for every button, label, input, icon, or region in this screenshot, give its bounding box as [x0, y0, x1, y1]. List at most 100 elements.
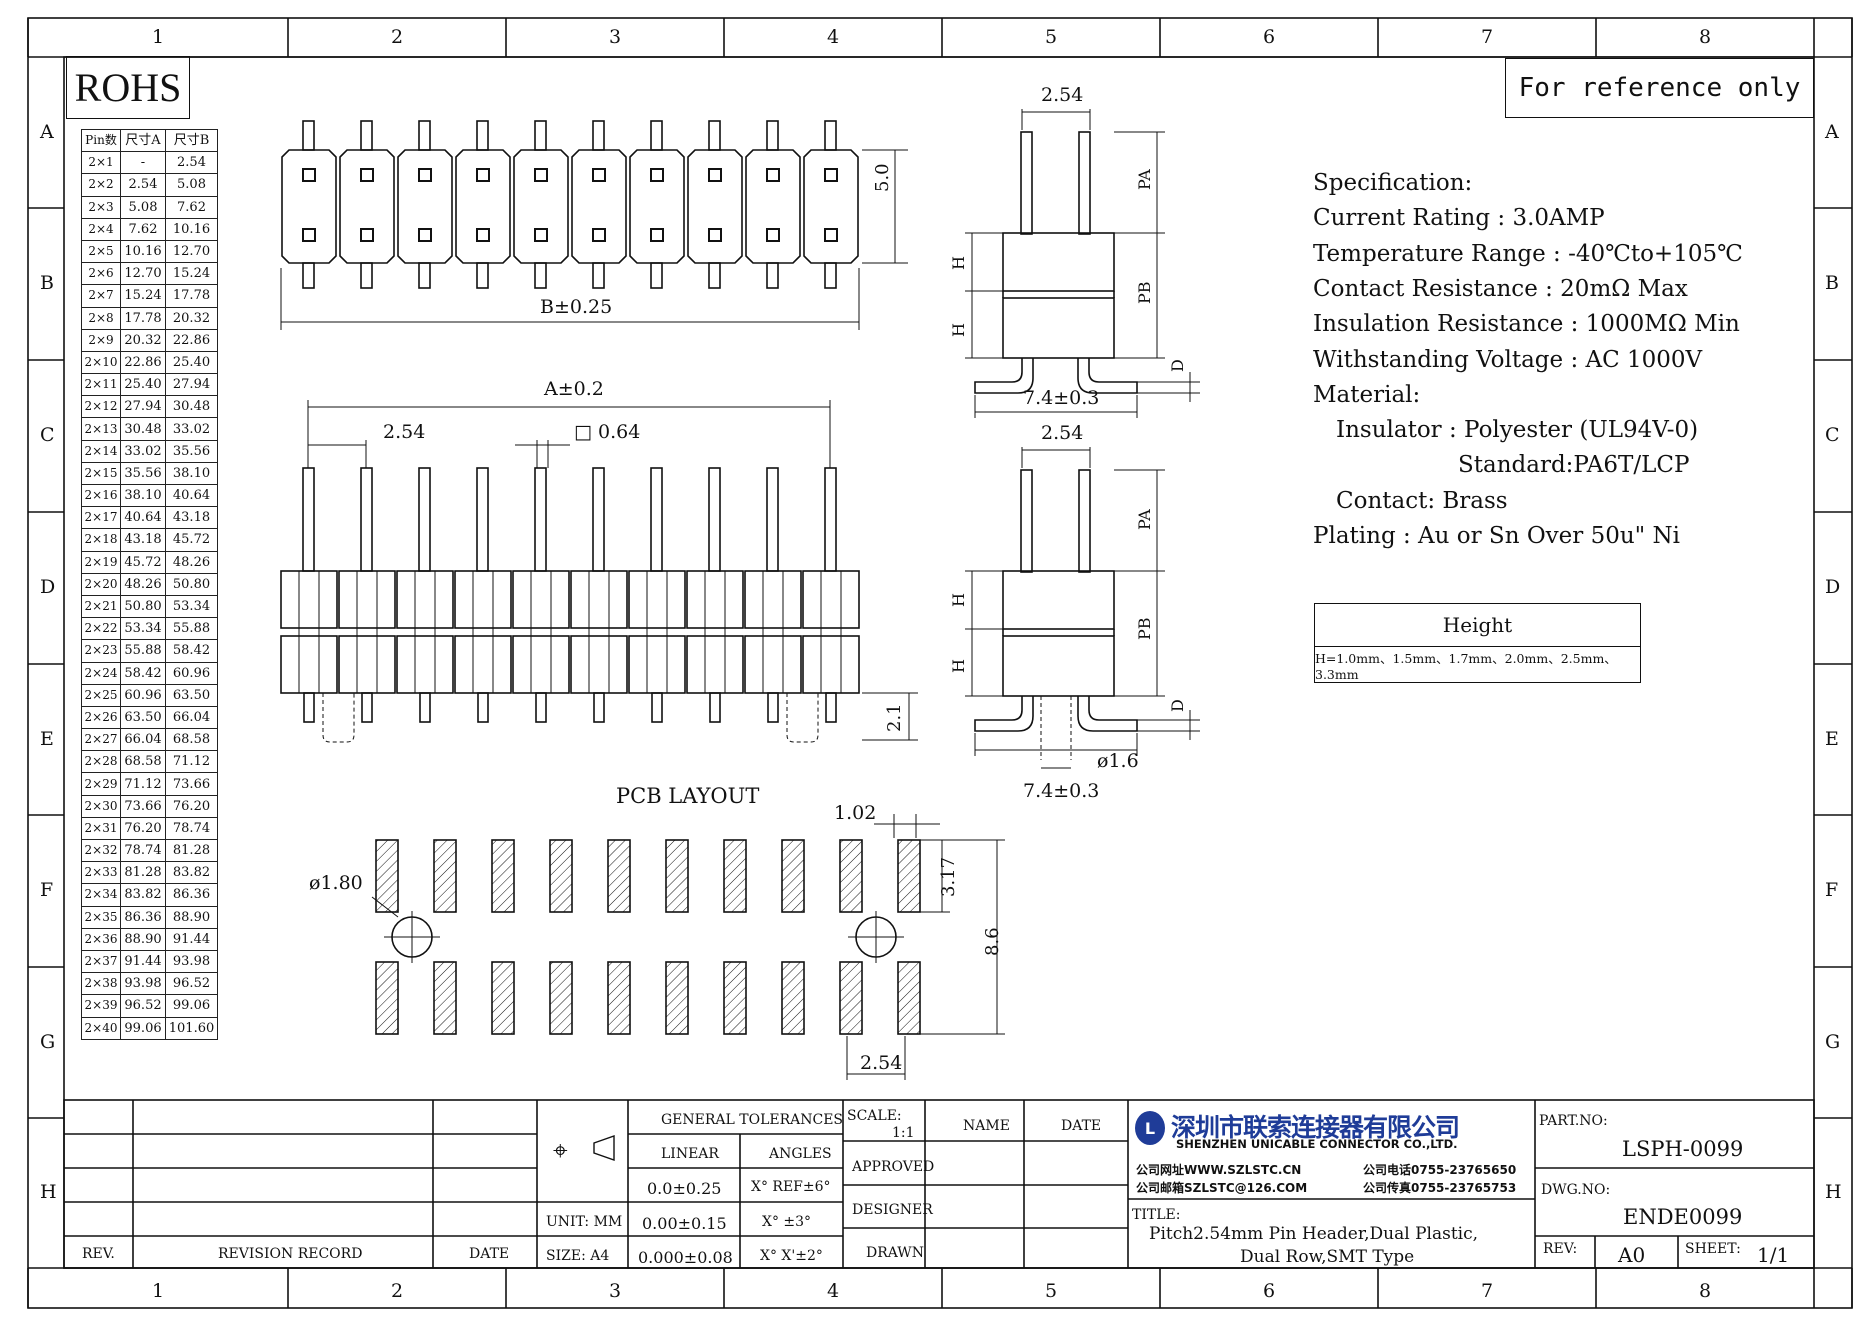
zone-col-bottom-8: 8 [1699, 1280, 1712, 1302]
dim-b-cell: 71.12 [165, 750, 218, 774]
pin-count-cell: 2×24 [81, 661, 121, 685]
top-view-pin-square [650, 168, 664, 182]
dim-pcb-pad-width: 1.02 [834, 802, 877, 824]
top-view-pin-square [592, 228, 606, 242]
tb-sheet-value: 1/1 [1757, 1243, 1790, 1267]
dim-a-cell: 2.54 [120, 173, 166, 197]
pcb-pad [781, 839, 805, 913]
dim-b-cell: 96.52 [165, 972, 218, 996]
dim-a-cell: 43.18 [120, 528, 166, 552]
side-view-1-body-lower [1002, 297, 1115, 359]
dim-a-cell: 33.02 [120, 439, 166, 463]
dim-side2-pitch: 2.54 [1041, 422, 1084, 444]
pcb-pad [839, 839, 863, 913]
tb-rev-label: REV: [1543, 1241, 1578, 1257]
spec-line: Insulator : Polyester (UL94V-0) [1336, 417, 1699, 444]
front-view-tail [593, 692, 605, 723]
pcb-pad [665, 961, 689, 1035]
dim-a-cell: 45.72 [120, 550, 166, 574]
pcb-pad [607, 961, 631, 1035]
front-view-pin [476, 467, 489, 572]
tb-drawn: DRAWN [866, 1245, 924, 1261]
tb-rev-value: A0 [1618, 1243, 1646, 1267]
front-view-tail [419, 692, 431, 723]
top-view-pin-square [476, 168, 490, 182]
top-view-pin-square [766, 228, 780, 242]
dim-a-cell: 55.88 [120, 639, 166, 663]
tb-linear-3: 0.000±0.08 [638, 1248, 733, 1267]
pin-count-cell: 2×35 [81, 905, 121, 929]
table-row: 2×1-2.54 [81, 151, 218, 175]
dim-a-cell: 20.32 [120, 328, 166, 352]
top-view-pin-square [824, 228, 838, 242]
zone-col-top-7: 7 [1481, 26, 1494, 48]
reference-note: For reference only [1518, 73, 1801, 103]
pin-count-cell: 2×11 [81, 373, 121, 397]
top-view-pin-bottom [360, 262, 373, 289]
height-box-title-cell: Height [1315, 604, 1640, 647]
label-side1-pa: PA [1135, 169, 1154, 190]
zone-col-top-3: 3 [609, 26, 622, 48]
dim-b-cell: 83.82 [165, 861, 218, 885]
pin-count-cell: 2×17 [81, 506, 121, 530]
pin-count-cell: 2×30 [81, 794, 121, 818]
zone-row-left-D: D [40, 576, 56, 598]
dim-side1-width: 7.4±0.3 [1023, 387, 1100, 409]
front-view-tail [477, 692, 489, 723]
pin-count-cell: 2×9 [81, 328, 121, 352]
top-view-pin-bottom [302, 262, 315, 289]
top-view-housing [745, 149, 801, 264]
top-view-pin-square [708, 228, 722, 242]
tb-approved: APPROVED [852, 1159, 935, 1175]
dim-a-cell: 53.34 [120, 617, 166, 641]
front-view-tail [709, 692, 721, 723]
pcb-pad [433, 961, 457, 1035]
tb-designer: DESIGNER [852, 1202, 933, 1218]
dim-a-cell: 30.48 [120, 417, 166, 441]
dim-top-height: 5.0 [872, 163, 893, 192]
dim-a-cell: 12.70 [120, 262, 166, 286]
dim-pcb-pad-height: 3.17 [938, 856, 959, 897]
dim-b-cell: 12.70 [165, 239, 218, 264]
top-view-pin-square [360, 228, 374, 242]
pin-count-cell: 2×28 [81, 750, 121, 774]
dim-a-cell: 76.20 [120, 816, 166, 841]
tb-dwg-no: ENDE0099 [1623, 1205, 1743, 1229]
front-view-body-upper [280, 570, 338, 629]
side-view-2-foot-left [974, 696, 1034, 732]
pcb-layout-title: PCB LAYOUT [616, 784, 760, 808]
dim-a-cell: 96.52 [120, 994, 166, 1018]
outer-border [27, 17, 1853, 1309]
top-view-housing [571, 149, 627, 264]
pin-table-header-pins: Pin数 [81, 128, 121, 153]
pcb-pad [375, 961, 399, 1035]
front-view-tail [361, 692, 373, 723]
pin-table-header-b: 尺寸B [165, 128, 218, 153]
zone-row-right-H: H [1825, 1181, 1842, 1203]
dim-b-cell: 93.98 [165, 949, 218, 974]
pin-count-cell: 2×19 [81, 550, 121, 574]
top-view-housing [397, 149, 453, 264]
zone-col-bottom-4: 4 [827, 1280, 840, 1302]
pin-count-cell: 2×14 [81, 439, 121, 463]
zone-col-top-2: 2 [391, 26, 404, 48]
dim-a-cell: 81.28 [120, 861, 166, 885]
dim-b-cell: 91.44 [165, 927, 218, 951]
side-view-1-body-upper [1002, 232, 1115, 292]
dim-pcb-hole: ø1.80 [309, 872, 363, 894]
top-view-pin-top [476, 120, 489, 151]
zone-row-right-A: A [1825, 120, 1839, 143]
side-view-2-pin-left [1020, 469, 1033, 573]
